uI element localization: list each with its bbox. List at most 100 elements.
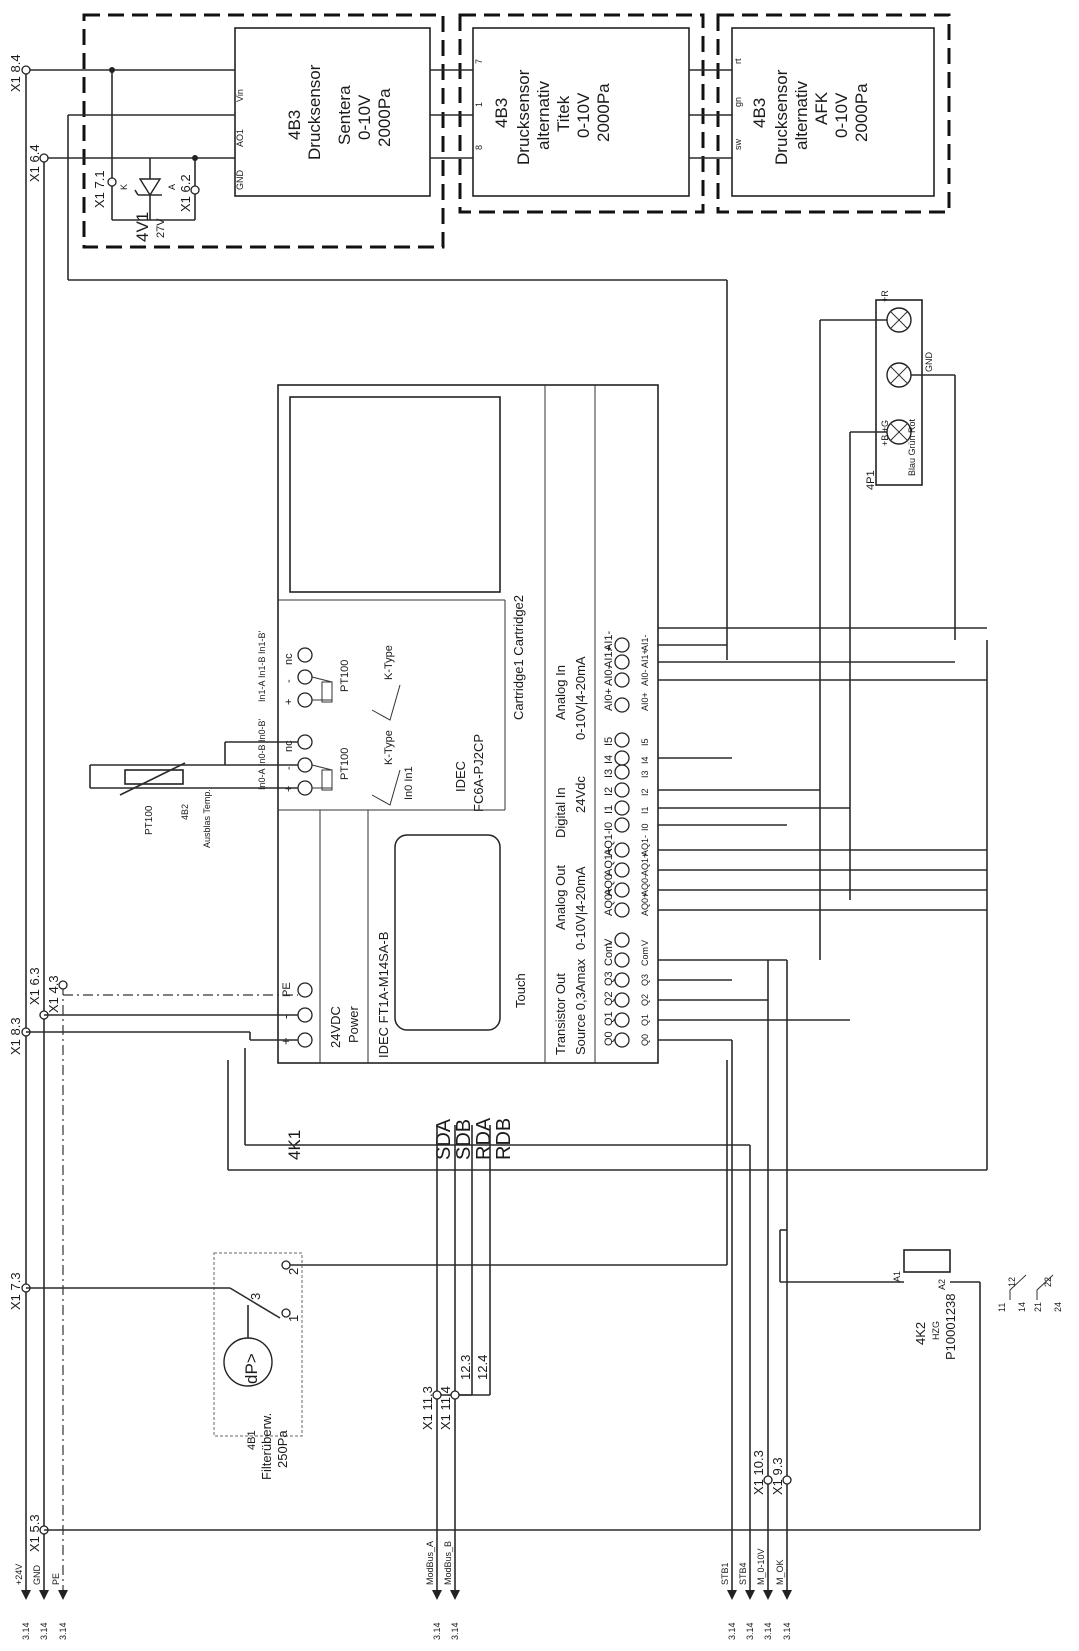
ref-page-label: 3.14 [782, 1622, 792, 1640]
afk-pin-gn: gn [733, 97, 743, 107]
io-terminal-label-inner: I2 [603, 787, 615, 796]
afk-line-3: AFK [812, 91, 831, 125]
plc-model: IDEC FT1A-M14SA-B [376, 932, 391, 1058]
terminal-x1-7-1-label: X1 7.1 [92, 170, 107, 208]
io-terminal-label-inner: I1 [603, 805, 615, 814]
diode-a-label: A [167, 184, 177, 190]
io-terminal [614, 672, 630, 688]
relay-contact-21: 21 [1033, 1302, 1043, 1312]
sentera-line-1: Drucksensor [305, 64, 324, 160]
io-terminal-label-outer: I0 [640, 823, 650, 831]
io-terminal-label-inner: AQ0- [603, 870, 615, 896]
ref-signal-label: M_OK [775, 1559, 785, 1585]
relay-part: P10001238 [943, 1293, 958, 1360]
lamp-plus-bg: +B +G [880, 420, 890, 446]
serial-rdb: RDB [493, 1118, 515, 1160]
terminal-x1-11-3-label: X1 11.3 [420, 1386, 435, 1430]
sentera-line-0: 4B3 [285, 110, 304, 140]
io-terminal-label-inner: AQ0+ [603, 888, 615, 916]
relay-contact-24: 24 [1053, 1302, 1063, 1312]
interconnect-wiring: PT100 4B2 Ausblas Temp. X1 11.3 X1 11.4 … [26, 640, 1063, 1590]
plc-touch-label: Touch [513, 973, 528, 1008]
sentera-line-3: 0-10V [355, 94, 374, 140]
ref-arrow-icon [39, 1590, 49, 1600]
section-transistor-out-spec: Source 0,3Amax [573, 958, 588, 1055]
terminal-x1-6-2 [190, 185, 200, 195]
filter-name: 4B1 [246, 1430, 258, 1450]
io-terminal-label-inner: AI1+ [603, 645, 615, 668]
io-terminal-label-inner: I5 [603, 737, 615, 746]
signal-lamp-4p1: +R +B +G GND Blau Grün Rot 4P1 [819, 290, 956, 960]
ref-signal-label: STB4 [738, 1562, 748, 1585]
cartridge-terminals: + - nc + - nc PT100 PT100 K-Type K-Type [257, 630, 415, 806]
plc-power-sub: Power [346, 1005, 361, 1043]
afk-outline [716, 13, 951, 214]
terminal-x1-9-3-label: X1 9.3 [770, 1457, 785, 1495]
ref-page-label: 3.14 [450, 1622, 460, 1640]
afk-line-1: Drucksensor [772, 69, 791, 165]
io-terminal-label-outer: AQ0+ [640, 893, 650, 916]
section-transistor-out: Transistor Out [553, 973, 568, 1055]
ref-arrow-icon [58, 1590, 68, 1600]
sentera-module [234, 27, 431, 197]
in0-label-a: In0-A [257, 768, 267, 790]
sentera-line-4: 2000Pa [375, 88, 394, 147]
section-analog-out-spec: 0-10V|4-20mA [573, 866, 588, 950]
io-terminal-label-outer: AI1+ [640, 649, 650, 668]
diode-k-label: K [119, 184, 129, 190]
in0-label-bp: In0-B' [257, 718, 267, 742]
io-terminal-label-outer: Q3 [640, 974, 650, 986]
in1-label-a: In1-A [257, 680, 267, 702]
terminal-x1-7-1 [107, 177, 117, 187]
lamp-gnd: GND [924, 352, 934, 373]
terminal-x1-5-3-label: X1 5.3 [27, 1514, 42, 1552]
ref-arrow-icon [782, 1590, 792, 1600]
in0-ktype: K-Type [383, 730, 395, 765]
serial-rda: RDA [473, 1117, 495, 1160]
afk-line-5: 2000Pa [852, 83, 871, 142]
io-terminal-label-inner: I0 [603, 822, 615, 831]
relay-contact-12: 12 [1007, 1277, 1017, 1287]
io-terminal-label-outer: I1 [640, 806, 650, 814]
io-terminal-label-outer: Q0 [640, 1034, 650, 1046]
afk-pin-rt: rt [733, 58, 743, 64]
ref-arrow-icon [450, 1590, 460, 1600]
io-terminal-label-outer: Q2 [640, 994, 650, 1006]
in1-ktype-icon [371, 684, 401, 721]
terminal-x1-8-4 [21, 65, 31, 75]
sentera-line-2: Sentera [335, 85, 354, 145]
in1-term-plus: + [283, 699, 295, 705]
serial-sdb: SDB [453, 1119, 475, 1160]
ref-page-label: 3.14 [745, 1622, 755, 1640]
cartridge-model: IDEC [453, 761, 468, 792]
plc-power-term-plus: + [278, 1037, 293, 1045]
titek-outline [458, 13, 705, 214]
in0-label-b: In0-B [257, 744, 267, 766]
terminal-x1-6-4 [39, 153, 49, 163]
diode-value: 27V [155, 218, 167, 238]
plc-power-term-minus: - [278, 1015, 293, 1019]
terminal-12-4-label: 12.4 [475, 1355, 490, 1380]
lamp-colors: Blau Grün Rot [907, 418, 917, 476]
titek-line-2: alternativ [534, 81, 553, 150]
io-terminal [614, 732, 630, 748]
ref-signal-label: +24V [14, 1564, 24, 1585]
io-terminal-label-outer: I5 [640, 738, 650, 746]
io-terminal-label-outer: Q1 [640, 1014, 650, 1026]
afk-module [731, 27, 935, 197]
relay-contact-14: 14 [1017, 1302, 1027, 1312]
filter-pin-3: 3 [248, 1293, 263, 1300]
supply-rails [25, 70, 64, 1590]
terminal-x1-10-3-label: X1 10.3 [751, 1450, 766, 1495]
io-terminal [614, 992, 630, 1008]
relay-a1: A1 [892, 1271, 902, 1282]
terminal-x1-7-3-label: X1 7.3 [8, 1272, 23, 1310]
terminal-x1-11-4-label: X1 11.4 [438, 1386, 453, 1430]
pt100-name: 4B2 [180, 804, 190, 820]
io-terminal [614, 972, 630, 988]
ref-signal-label: ModBus_A [425, 1541, 435, 1585]
io-terminal [614, 817, 630, 833]
in0-ktype-icon [371, 769, 401, 806]
io-terminal-label-inner: Q0 [603, 1031, 615, 1046]
io-terminal [614, 750, 630, 766]
